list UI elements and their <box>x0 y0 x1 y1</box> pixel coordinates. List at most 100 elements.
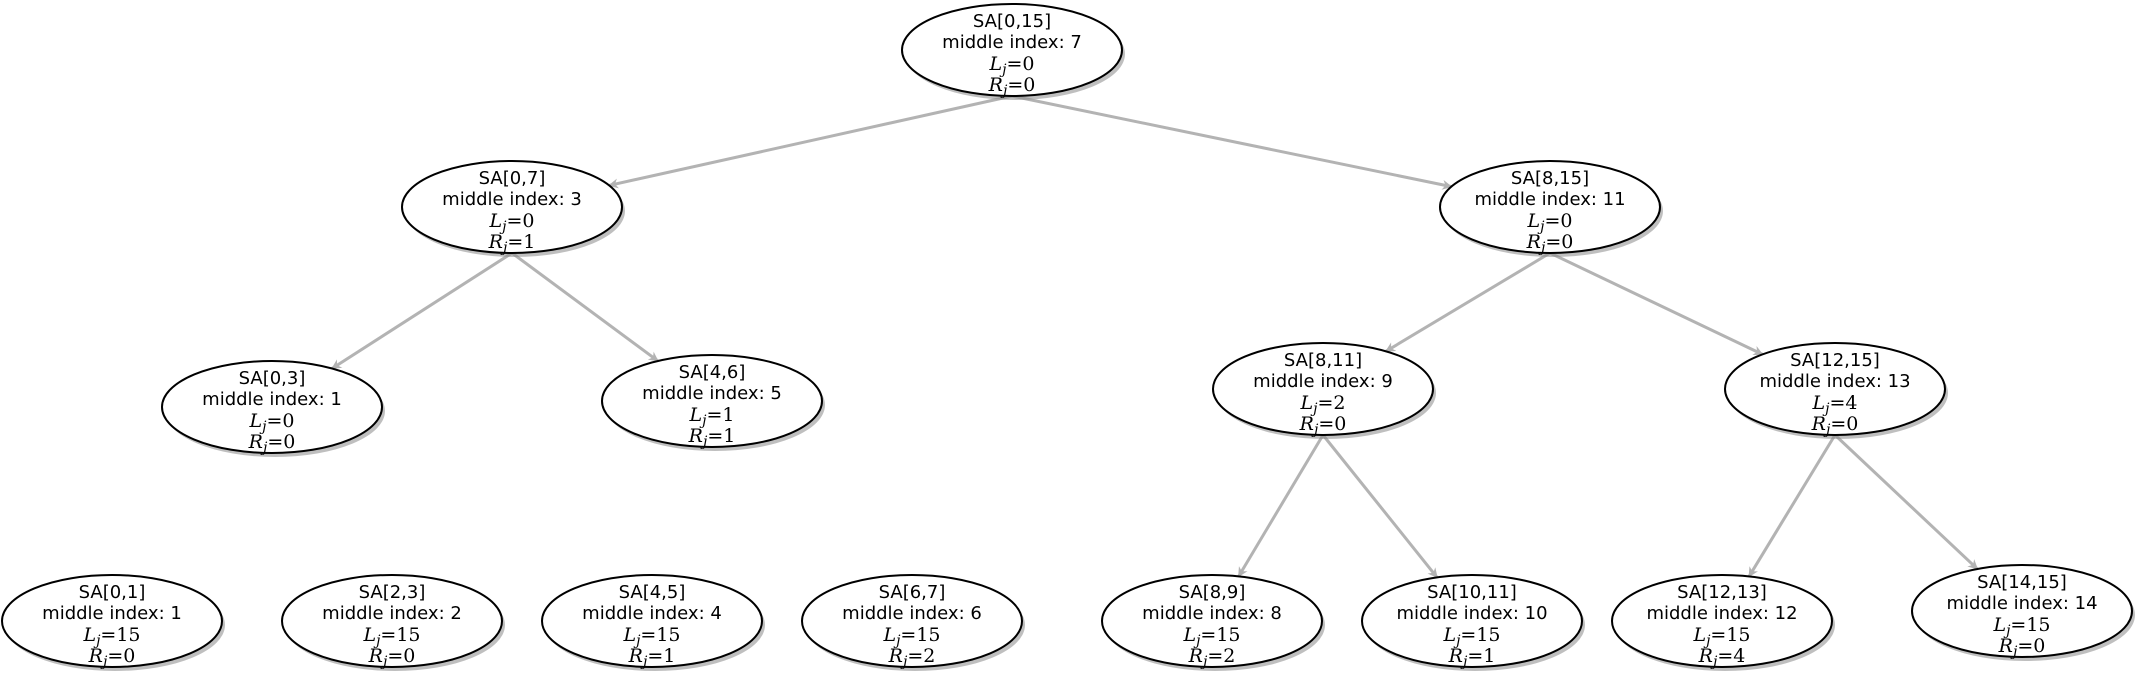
node-l-value: Lj=15 <box>1442 624 1500 649</box>
tree-node: SA[0,3]middle index: 1Lj=0Rj=0 <box>161 360 385 457</box>
node-r-value: Rj=1 <box>628 645 676 670</box>
node-ellipse <box>1611 574 1833 668</box>
node-range-label: SA[12,13] <box>1677 582 1767 603</box>
node-r-value: Rj=1 <box>688 425 736 450</box>
node-middle-index: middle index: 5 <box>642 383 782 404</box>
node-range-label: SA[4,5] <box>619 582 686 603</box>
node-middle-index: middle index: 11 <box>1474 189 1625 210</box>
edge-n8-15-to-n8-11 <box>1385 251 1551 353</box>
edge-n0-15-to-n0-7 <box>608 94 1013 189</box>
node-middle-index: middle index: 9 <box>1253 371 1393 392</box>
node-ellipse <box>1361 574 1583 668</box>
node-ellipse <box>1212 342 1434 436</box>
node-ellipse <box>281 574 503 668</box>
node-r-value: Rj=1 <box>1448 645 1496 670</box>
nodes-layer: SA[0,15]middle index: 7Lj=0Rj=0SA[0,7]mi… <box>1 3 2135 671</box>
edge-n0-7-to-n0-3 <box>331 251 513 370</box>
node-ellipse <box>1439 160 1661 254</box>
node-middle-index: middle index: 12 <box>1646 603 1797 624</box>
node-ellipse <box>601 354 823 448</box>
node-l-value: Lj=0 <box>489 210 535 235</box>
node-r-value: Rj=0 <box>368 645 416 670</box>
node-r-value: Rj=2 <box>888 645 936 670</box>
tree-node: SA[0,7]middle index: 3Lj=0Rj=1 <box>401 160 625 257</box>
node-range-label: SA[0,1] <box>79 582 146 603</box>
node-l-value: Lj=1 <box>689 404 735 429</box>
edge-n0-15-to-n8-15 <box>1011 94 1453 190</box>
node-middle-index: middle index: 7 <box>942 32 1082 53</box>
node-middle-index: middle index: 1 <box>202 389 342 410</box>
node-ellipse <box>401 160 623 254</box>
node-ellipse <box>1101 574 1323 668</box>
node-l-value: Lj=2 <box>1300 392 1346 417</box>
node-l-value: Lj=0 <box>1527 210 1573 235</box>
edge-n12-15-to-n12-13 <box>1747 434 1837 578</box>
node-r-value: Rj=0 <box>988 74 1036 99</box>
node-r-value: Rj=0 <box>1299 413 1347 438</box>
tree-node: SA[4,6]middle index: 5Lj=1Rj=1 <box>601 354 825 451</box>
node-l-value: Lj=15 <box>622 624 680 649</box>
node-range-label: SA[4,6] <box>679 362 746 383</box>
tree-node: SA[8,11]middle index: 9Lj=2Rj=0 <box>1212 342 1436 439</box>
node-middle-index: middle index: 2 <box>322 603 462 624</box>
node-r-value: Rj=2 <box>1188 645 1236 670</box>
node-ellipse <box>801 574 1023 668</box>
node-ellipse <box>1 574 223 668</box>
node-ellipse <box>161 360 383 454</box>
edge-n8-15-to-n12-15 <box>1549 251 1764 356</box>
node-range-label: SA[0,3] <box>239 368 306 389</box>
node-l-value: Lj=0 <box>989 53 1035 78</box>
node-middle-index: middle index: 8 <box>1142 603 1282 624</box>
edge-n12-15-to-n14-15 <box>1833 433 1979 571</box>
node-ellipse <box>901 3 1123 97</box>
edge-n8-11-to-n10-11 <box>1321 434 1439 579</box>
node-ellipse <box>1724 342 1946 436</box>
node-l-value: Lj=15 <box>82 624 140 649</box>
node-range-label: SA[0,15] <box>973 11 1051 32</box>
node-range-label: SA[12,15] <box>1790 350 1880 371</box>
node-l-value: Lj=0 <box>249 410 295 435</box>
node-l-value: Lj=15 <box>362 624 420 649</box>
node-l-value: Lj=15 <box>1992 614 2050 639</box>
edge-n0-7-to-n4-6 <box>511 251 659 363</box>
edge-n8-11-to-n8-9 <box>1237 434 1325 578</box>
node-ellipse <box>541 574 763 668</box>
node-r-value: Rj=0 <box>1998 635 2046 660</box>
node-l-value: Lj=15 <box>1692 624 1750 649</box>
node-range-label: SA[14,15] <box>1977 572 2067 593</box>
node-range-label: SA[8,11] <box>1284 350 1362 371</box>
node-middle-index: middle index: 4 <box>582 603 722 624</box>
node-range-label: SA[2,3] <box>359 582 426 603</box>
node-r-value: Rj=1 <box>488 231 536 256</box>
node-l-value: Lj=4 <box>1812 392 1858 417</box>
node-ellipse <box>1911 564 2133 658</box>
node-r-value: Rj=0 <box>1811 413 1859 438</box>
node-range-label: SA[10,11] <box>1427 582 1517 603</box>
node-r-value: Rj=4 <box>1698 645 1746 670</box>
node-r-value: Rj=0 <box>88 645 136 670</box>
node-r-value: Rj=0 <box>248 431 296 456</box>
node-range-label: SA[8,9] <box>1179 582 1246 603</box>
node-range-label: SA[6,7] <box>879 582 946 603</box>
node-middle-index: middle index: 1 <box>42 603 182 624</box>
node-l-value: Lj=15 <box>1182 624 1240 649</box>
node-range-label: SA[8,15] <box>1511 168 1589 189</box>
node-l-value: Lj=15 <box>882 624 940 649</box>
node-middle-index: middle index: 6 <box>842 603 982 624</box>
tree-node: SA[0,15]middle index: 7Lj=0Rj=0 <box>901 3 1125 100</box>
edges-layer <box>331 94 1979 579</box>
node-range-label: SA[0,7] <box>479 168 546 189</box>
node-middle-index: middle index: 13 <box>1759 371 1910 392</box>
node-middle-index: middle index: 3 <box>442 189 582 210</box>
